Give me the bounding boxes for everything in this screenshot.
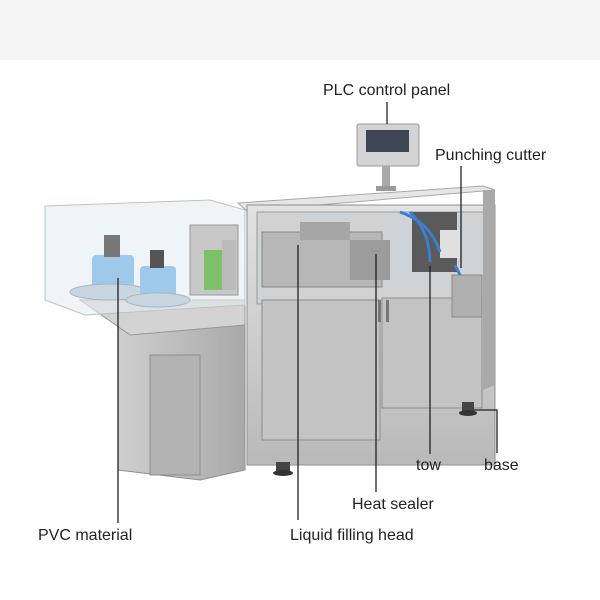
label-heat-sealer: Heat sealer — [352, 496, 434, 513]
label-tow: tow — [416, 457, 441, 474]
label-pvc-material: PVC material — [38, 527, 133, 544]
main-cabinet — [236, 185, 496, 476]
leader-base — [474, 409, 498, 453]
label-base: base — [484, 457, 519, 474]
label-punching-cutter: Punching cutter — [435, 147, 547, 164]
pvc-feeding-section — [44, 199, 246, 481]
pvc-roll — [69, 235, 151, 301]
top-band — [0, 0, 600, 60]
label-liquid-filling-head: Liquid filling head — [290, 527, 414, 544]
label-plc-control-panel: PLC control panel — [323, 82, 451, 99]
leader-lines — [117, 102, 498, 523]
pvc-roll-2 — [125, 250, 191, 308]
plc-control-panel — [356, 123, 420, 191]
